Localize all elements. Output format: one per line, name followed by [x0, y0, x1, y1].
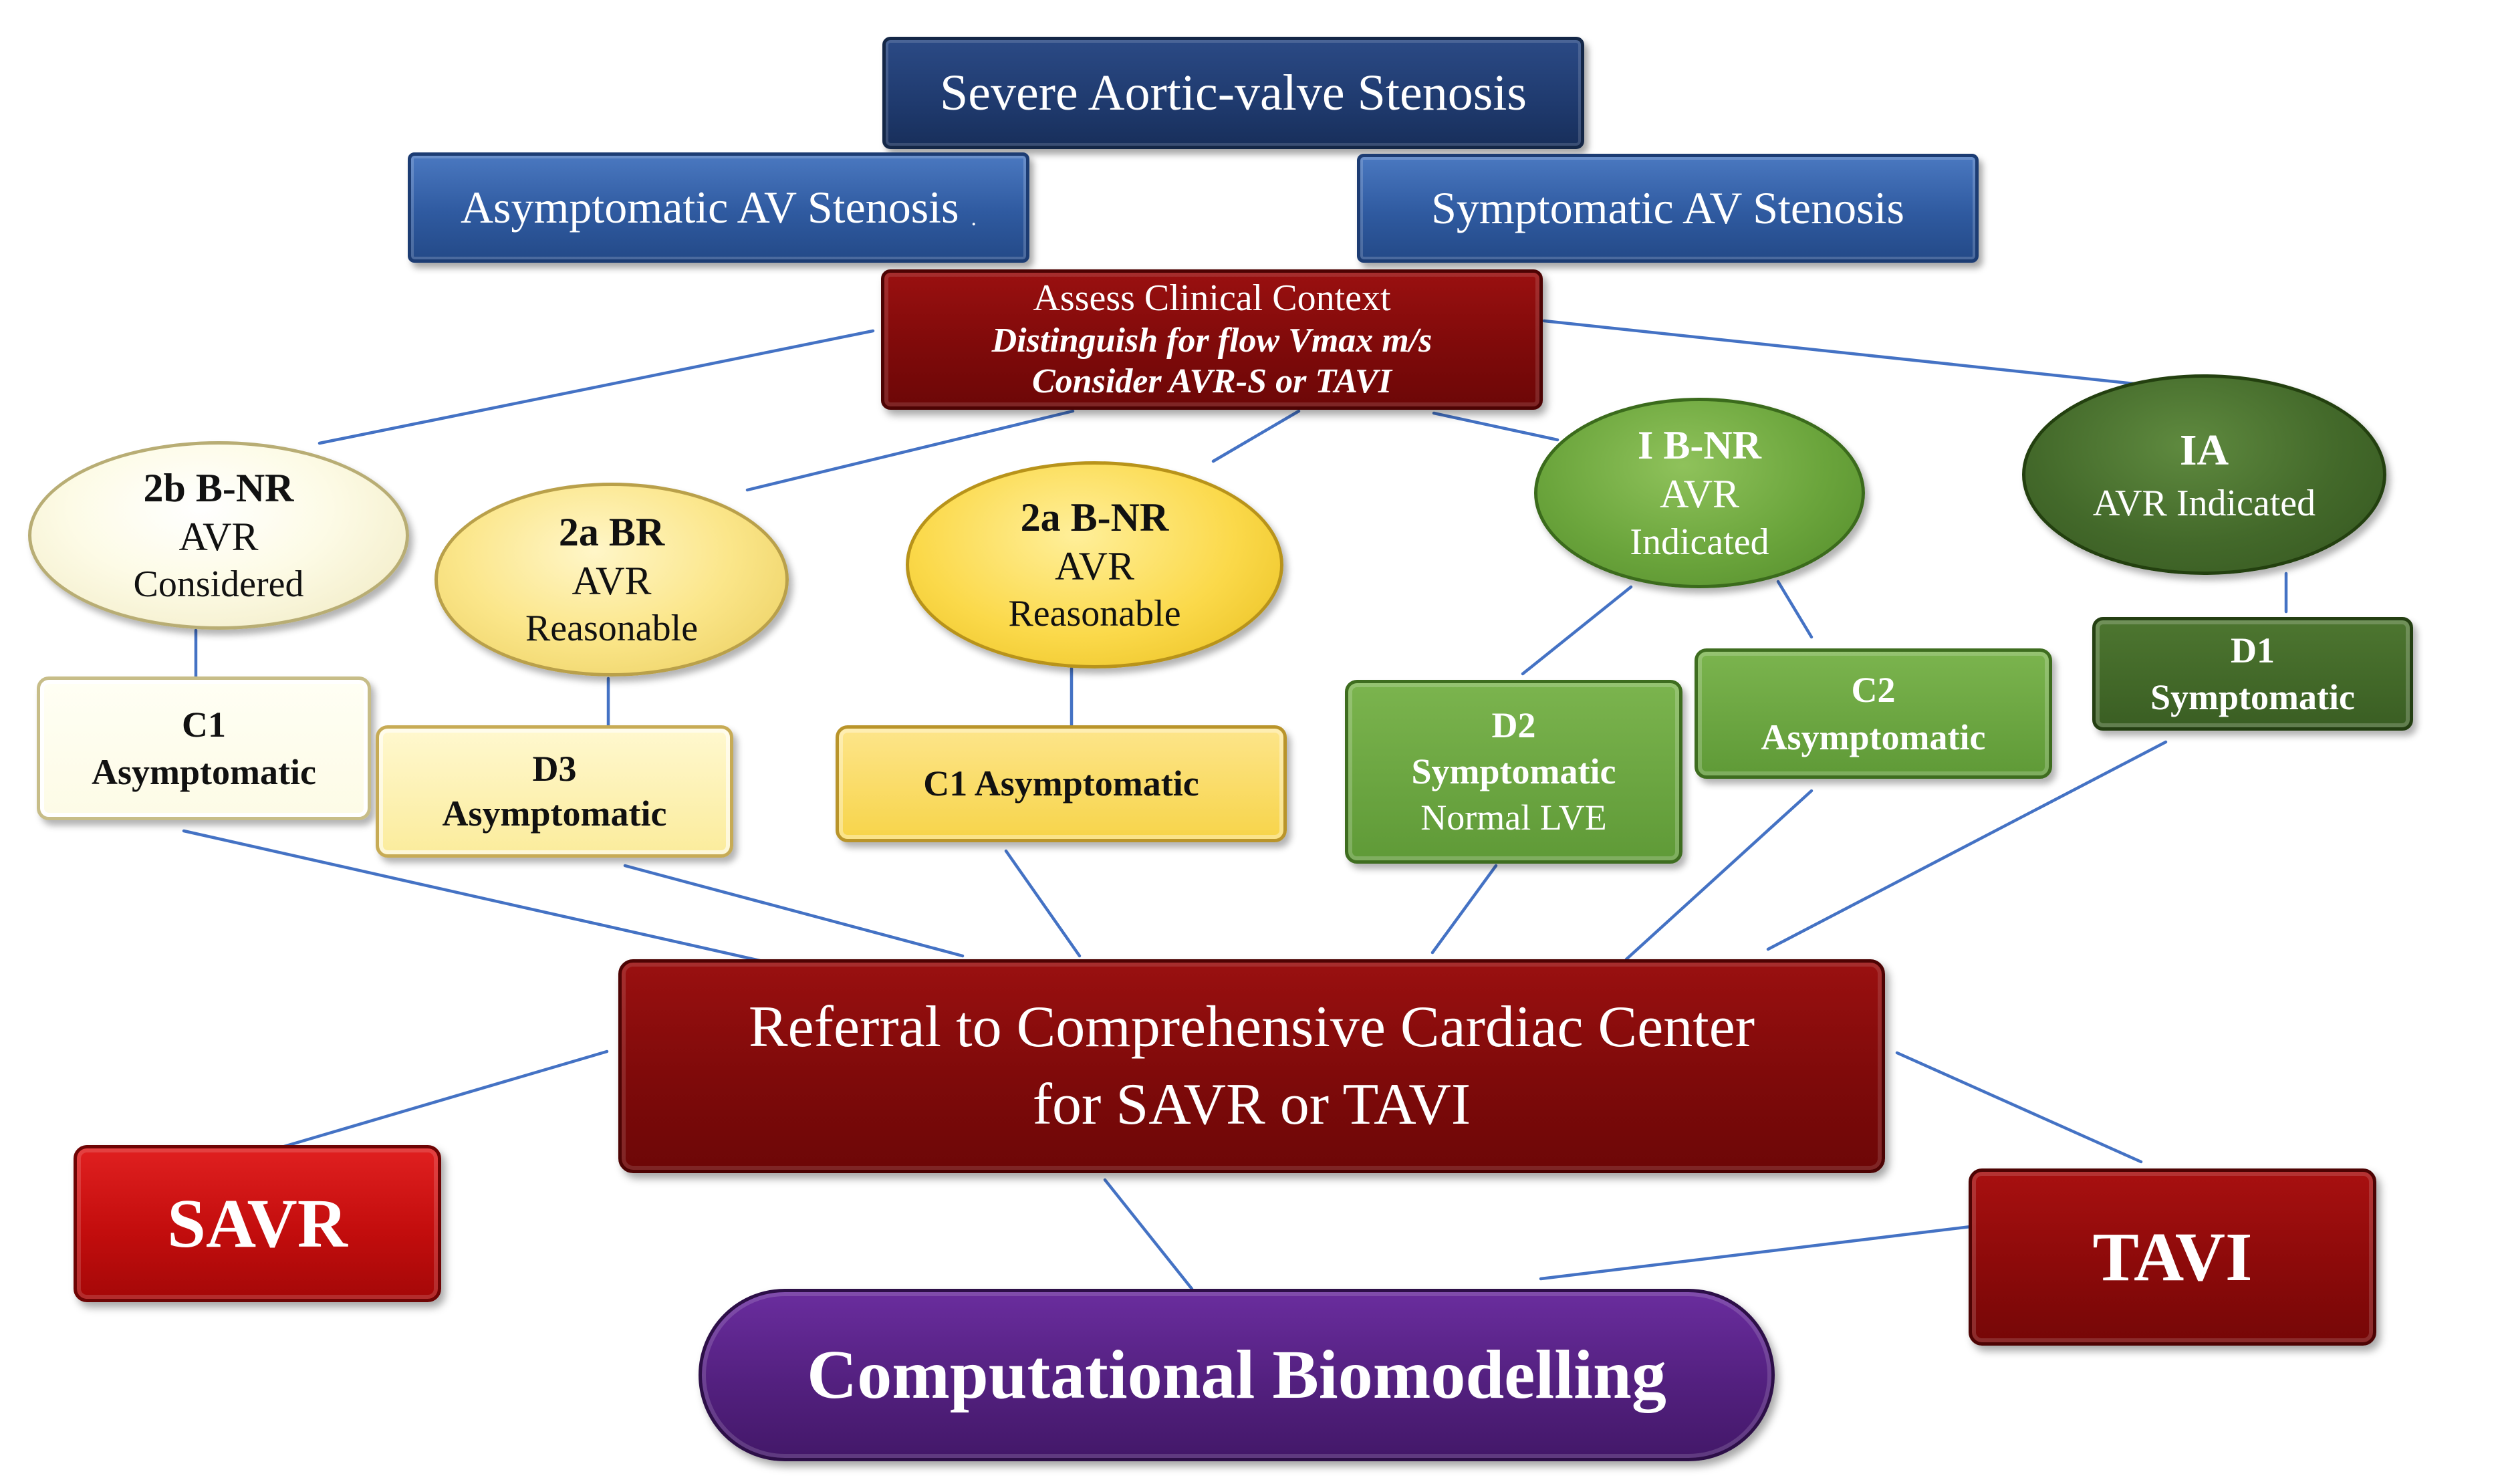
connector-line [1766, 740, 2168, 951]
recommendation-strength: AVR Indicated [2092, 482, 2316, 524]
recommendation-i-bnr: I B-NR AVR Indicated [1534, 398, 1865, 588]
connector-line [1776, 580, 1814, 639]
stage-code: D1 [2231, 630, 2275, 670]
symptomatic-stenosis-label: Symptomatic AV Stenosis [1431, 182, 1904, 233]
stage-d2-symptomatic: D2 Symptomatic Normal LVE [1345, 680, 1682, 864]
connector-line [1211, 409, 1301, 463]
savr-label: SAVR [167, 1185, 348, 1262]
asymptomatic-stenosis-box: Asymptomatic AV Stenosis . [408, 152, 1029, 263]
connector-line [318, 329, 875, 445]
assess-context-title: Assess Clinical Context [1033, 277, 1391, 320]
computational-biomodelling-box: Computational Biomodelling [699, 1289, 1775, 1461]
tavi-box: TAVI [1969, 1168, 2376, 1346]
connector-line [623, 864, 965, 958]
recommendation-strength: Reasonable [1008, 593, 1181, 635]
stage-d1-symptomatic: D1 Symptomatic [2092, 617, 2413, 731]
assess-context-flow: Distinguish for flow Vmax m/s [991, 321, 1432, 360]
connector-line [1624, 789, 1814, 961]
stage-c1-asymptomatic-center: C1 Asymptomatic [836, 725, 1287, 842]
connector-line [745, 409, 1075, 492]
stage-status: Symptomatic [1411, 751, 1616, 791]
stage-status: Asymptomatic [92, 751, 316, 792]
stage-status: Asymptomatic [1761, 717, 1986, 757]
symptomatic-stenosis-box: Symptomatic AV Stenosis [1357, 154, 1979, 263]
referral-line-2: for SAVR or TAVI [1032, 1072, 1471, 1137]
tavi-label: TAVI [2092, 1218, 2253, 1295]
severe-stenosis-label: Severe Aortic-valve Stenosis [939, 64, 1527, 121]
recommendation-treatment: AVR [178, 514, 259, 559]
connector-line [1103, 1178, 1194, 1291]
recommendation-grade: 2b B-NR [143, 465, 294, 510]
recommendation-ia: IA AVR Indicated [2022, 374, 2386, 575]
recommendation-strength: Indicated [1630, 521, 1769, 563]
stage-code: C1 [182, 705, 226, 745]
stage-status: Symptomatic [2150, 677, 2355, 717]
recommendation-2b-bnr: 2b B-NR AVR Considered [28, 441, 409, 630]
recommendation-grade: IA [2179, 425, 2229, 475]
stage-label: C1 Asymptomatic [923, 763, 1199, 803]
recommendation-strength: Reasonable [525, 608, 699, 650]
assess-context-consider: Consider AVR-S or TAVI [1032, 362, 1392, 400]
connector-line [282, 1049, 609, 1148]
assess-context-box: Assess Clinical Context Distinguish for … [881, 269, 1543, 410]
recommendation-treatment: AVR [1660, 472, 1739, 517]
stage-d3-asymptomatic: D3 Asymptomatic [376, 725, 733, 858]
recommendation-2a-br: 2a BR AVR Reasonable [434, 483, 789, 676]
recommendation-grade: I B-NR [1637, 423, 1761, 468]
biomodelling-label: Computational Biomodelling [807, 1336, 1666, 1413]
stage-c2-asymptomatic: C2 Asymptomatic [1695, 648, 2052, 779]
connector-line [1521, 585, 1633, 676]
stage-status: Asymptomatic [442, 793, 667, 834]
connector-line [1895, 1051, 2143, 1164]
stage-c1-asymptomatic-left: C1 Asymptomatic [37, 676, 371, 820]
connector-line [182, 829, 771, 965]
stage-code: D2 [1491, 705, 1536, 745]
severe-stenosis-header: Severe Aortic-valve Stenosis [882, 37, 1584, 149]
recommendation-grade: 2a BR [558, 509, 665, 554]
savr-box: SAVR [74, 1145, 441, 1302]
stage-detail: Normal LVE [1420, 797, 1607, 838]
recommendation-grade: 2a B-NR [1020, 495, 1169, 539]
referral-line-1: Referral to Comprehensive Cardiac Center [748, 994, 1755, 1060]
stage-code: C2 [1851, 670, 1896, 711]
recommendation-treatment: AVR [572, 558, 652, 603]
referral-cardiac-center: Referral to Comprehensive Cardiac Center… [618, 959, 1885, 1173]
connector-line [1430, 864, 1498, 955]
connector-line [1004, 849, 1082, 958]
asymptomatic-stenosis-label: Asymptomatic AV Stenosis [460, 182, 959, 233]
recommendation-2a-bnr: 2a B-NR AVR Reasonable [906, 461, 1283, 668]
connector-line [1432, 411, 1559, 442]
asymptomatic-stenosis-dot: . [971, 205, 977, 231]
stage-code: D3 [532, 748, 577, 789]
recommendation-strength: Considered [133, 564, 304, 606]
recommendation-treatment: AVR [1055, 543, 1134, 588]
connector-line [1542, 319, 2161, 388]
connector-line [1539, 1225, 1973, 1281]
